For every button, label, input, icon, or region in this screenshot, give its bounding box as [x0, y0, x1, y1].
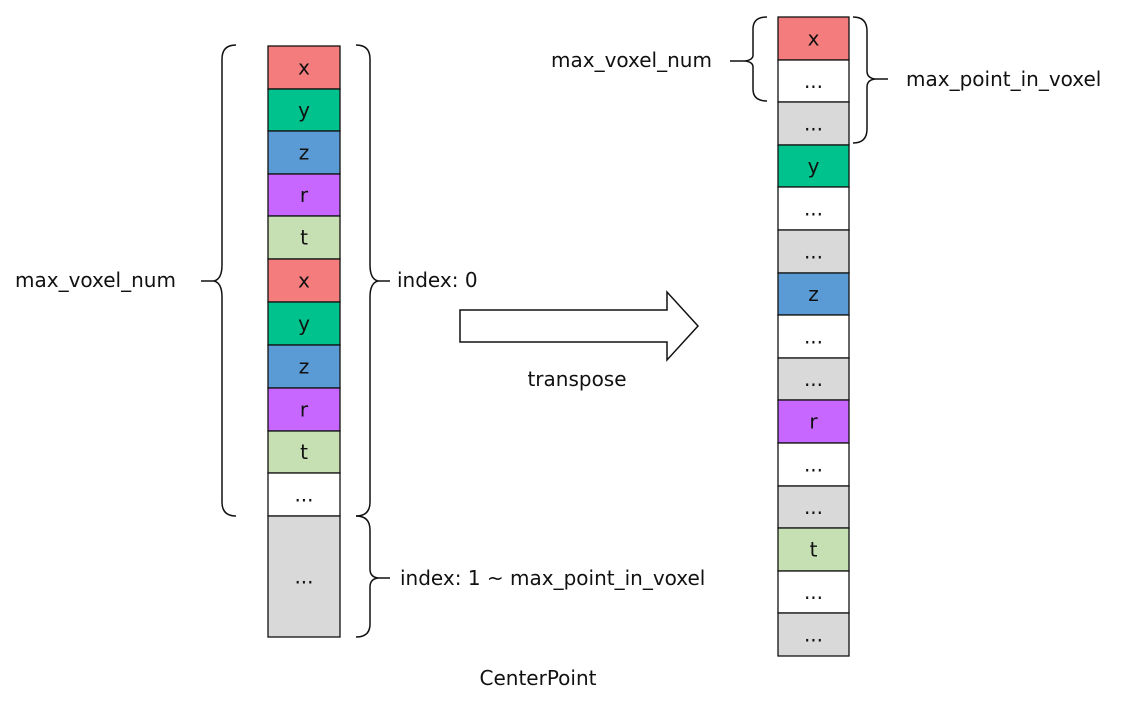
right-column-cell-label: r	[809, 410, 818, 434]
transpose-label: transpose	[527, 367, 626, 391]
left-column-cell-label: r	[300, 183, 309, 207]
left-column-cell	[267, 173, 341, 217]
left-column-cell-label: z	[299, 141, 310, 165]
right-column-cell-label: ...	[804, 240, 823, 264]
right-column-cell-label: ...	[804, 580, 823, 604]
left-column: xyzrtxyzrt......	[267, 45, 341, 638]
right-column-cell-label: ...	[804, 623, 823, 647]
left-column-cell	[267, 472, 341, 517]
left-column-cell-label: y	[298, 312, 310, 336]
left-column-cell	[267, 88, 341, 132]
right-column-cell	[777, 357, 850, 401]
right-column-cell-label: ...	[804, 112, 823, 136]
right-column-cell	[777, 59, 850, 103]
right-column-cell	[777, 229, 850, 274]
right-max-voxel-num-label: max_voxel_num	[551, 48, 712, 72]
right-column-cell-label: ...	[804, 197, 823, 221]
diagram-caption: CenterPoint	[480, 666, 597, 690]
index-rest-bracket	[355, 515, 379, 638]
right-column-cell-label: ...	[804, 69, 823, 93]
right-column: x...... y...... z...... r...... t......	[777, 16, 850, 657]
right-column-cell	[777, 186, 850, 231]
left-column-cell-label: ...	[294, 483, 313, 507]
left-column-cell-label: x	[298, 56, 310, 80]
left-column-cell	[267, 430, 341, 474]
right-column-cell	[777, 485, 850, 529]
left-column-cell-label: ...	[294, 565, 313, 589]
index-0-bracket	[355, 44, 379, 517]
left-max-voxel-num-bracket	[213, 44, 237, 517]
right-column-cell	[777, 442, 850, 487]
right-column-cell	[777, 272, 850, 316]
right-column-cell-label: t	[810, 538, 818, 562]
right-column-cell	[777, 570, 850, 614]
index-0-label: index: 0	[397, 268, 478, 292]
right-column-cell-label: ...	[804, 325, 823, 349]
right-column-cell-label: ...	[804, 453, 823, 477]
left-column-cell	[267, 515, 341, 638]
max-point-in-voxel-label: max_point_in_voxel	[906, 67, 1101, 91]
right-column-cell	[777, 399, 850, 444]
left-column-cell-label: r	[300, 398, 309, 422]
left-column-cell-label: x	[298, 269, 310, 293]
left-column-cell	[267, 344, 341, 389]
left-max-voxel-num-label: max_voxel_num	[15, 268, 176, 292]
right-column-cell	[777, 612, 850, 657]
right-arrow-icon	[459, 290, 700, 362]
right-column-cell-label: x	[808, 27, 820, 51]
left-column-cell-label: t	[300, 440, 308, 464]
max-point-in-voxel-bracket	[852, 16, 876, 144]
index-rest-label: index: 1 ~ max_point_in_voxel	[400, 566, 705, 590]
left-column-cell-label: z	[299, 355, 310, 379]
right-column-cell-label: ...	[804, 495, 823, 519]
left-column-cell	[267, 45, 341, 90]
right-column-cell-label: y	[808, 154, 820, 178]
left-column-cell-label: t	[300, 226, 308, 250]
right-column-cell-label: z	[808, 282, 819, 306]
right-column-cell-label: ...	[804, 367, 823, 391]
right-column-cell	[777, 144, 850, 188]
right-max-voxel-num-bracket	[744, 16, 768, 102]
right-column-cell	[777, 314, 850, 359]
left-column-cell	[267, 258, 341, 303]
left-column-cell-label: y	[298, 98, 310, 122]
